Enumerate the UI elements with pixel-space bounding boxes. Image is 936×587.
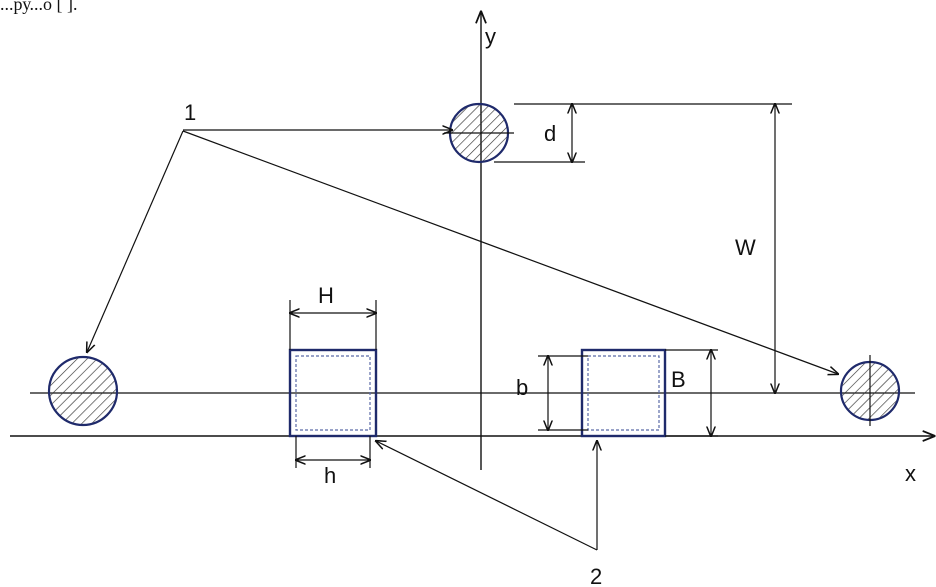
callout-2-leaders — [376, 441, 597, 551]
dimension-d — [494, 104, 585, 162]
dimension-b — [538, 356, 588, 430]
dimension-B — [665, 350, 718, 436]
callout-1-label: 1 — [184, 100, 196, 125]
tube-right — [580, 348, 667, 438]
dimension-b-label: b — [516, 375, 528, 400]
rod-left — [47, 355, 119, 427]
dimension-W — [585, 104, 792, 393]
tube-left — [288, 348, 378, 438]
y-axis-label: y — [485, 24, 496, 49]
x-axis-label: x — [905, 461, 916, 486]
dimension-h — [296, 436, 370, 468]
dimension-B-label: B — [671, 367, 686, 392]
dimension-h-label: h — [324, 463, 336, 488]
dimension-H-label: H — [318, 283, 334, 308]
rod-top — [444, 102, 514, 164]
callout-1-leaders — [87, 130, 838, 374]
dimension-d-label: d — [544, 121, 556, 146]
dimension-W-label: W — [735, 235, 756, 260]
callout-2-label: 2 — [590, 564, 602, 587]
caption-fragment: ...ру...о [ ]. — [0, 0, 78, 14]
rod-right — [839, 355, 901, 426]
dimension-H — [290, 300, 376, 350]
